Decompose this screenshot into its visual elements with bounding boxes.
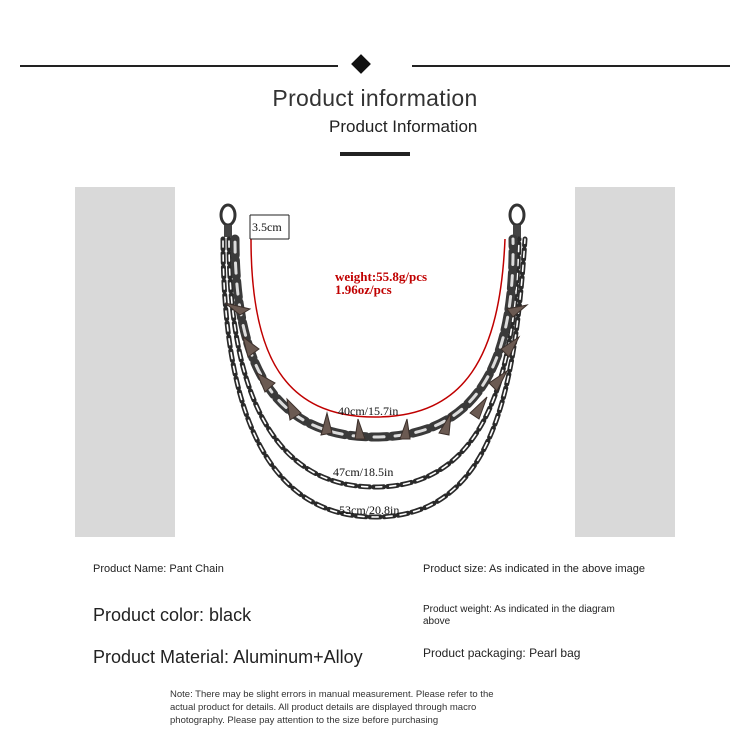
product-packaging: Product packaging: Pearl bag bbox=[423, 646, 581, 660]
spike-7 bbox=[399, 418, 411, 440]
spike-3 bbox=[255, 371, 276, 393]
photo-side-panel-left bbox=[75, 187, 175, 537]
spike-2 bbox=[242, 335, 260, 358]
clasp-left-icon bbox=[219, 203, 237, 237]
spike-11 bbox=[500, 335, 521, 358]
dimension-bracket bbox=[249, 214, 290, 240]
note-line-1: Note: There may be slight errors in manu… bbox=[170, 689, 494, 700]
spike-9 bbox=[469, 396, 488, 420]
diamond-icon bbox=[351, 54, 371, 74]
header-rule-right bbox=[412, 65, 730, 67]
header-rule-left bbox=[20, 65, 338, 67]
measure-curve bbox=[250, 238, 506, 418]
spike-1 bbox=[224, 302, 252, 316]
product-name: Product Name: Pant Chain bbox=[93, 563, 224, 575]
product-photo: 3.5cm weight:55.8g/pcs 1.96oz/pcs 40cm/1… bbox=[75, 187, 675, 537]
spike-12 bbox=[506, 304, 529, 318]
note-line-3: photography. Please pay attention to the… bbox=[170, 715, 439, 726]
chain-illustration: 3.5cm weight:55.8g/pcs 1.96oz/pcs 40cm/1… bbox=[219, 203, 529, 520]
note-line-2: actual product for details. All product … bbox=[170, 702, 477, 713]
page-subtitle: Product Information bbox=[329, 117, 478, 136]
length-middle-label: 47cm/18.5in bbox=[333, 465, 393, 479]
measurement-note: Note: There may be slight errors in manu… bbox=[170, 688, 570, 727]
page-title: Product information bbox=[272, 85, 478, 111]
spike-8 bbox=[438, 412, 452, 436]
spike-4 bbox=[286, 397, 302, 421]
title-underline bbox=[340, 152, 410, 156]
length-inner-label: 40cm/15.7in bbox=[338, 404, 398, 418]
spike-10 bbox=[488, 369, 509, 392]
spike-row bbox=[224, 302, 529, 440]
length-outer-label: 53cm/20.8in bbox=[339, 503, 399, 517]
photo-side-panel-right bbox=[575, 187, 675, 537]
clasp-right-icon bbox=[508, 203, 526, 237]
spike-5 bbox=[320, 411, 333, 436]
product-color: Product color: black bbox=[93, 605, 252, 625]
product-size: Product size: As indicated in the above … bbox=[423, 563, 645, 575]
weight-label-line2: 1.96oz/pcs bbox=[335, 282, 392, 297]
weight-label-line1: weight:55.8g/pcs bbox=[335, 269, 427, 284]
product-material: Product Material: Aluminum+Alloy bbox=[93, 647, 363, 667]
spike-6 bbox=[354, 418, 366, 440]
dimension-top-label: 3.5cm bbox=[252, 220, 282, 234]
product-weight-line2: above bbox=[423, 616, 451, 627]
product-weight-line1: Product weight: As indicated in the diag… bbox=[423, 604, 615, 615]
